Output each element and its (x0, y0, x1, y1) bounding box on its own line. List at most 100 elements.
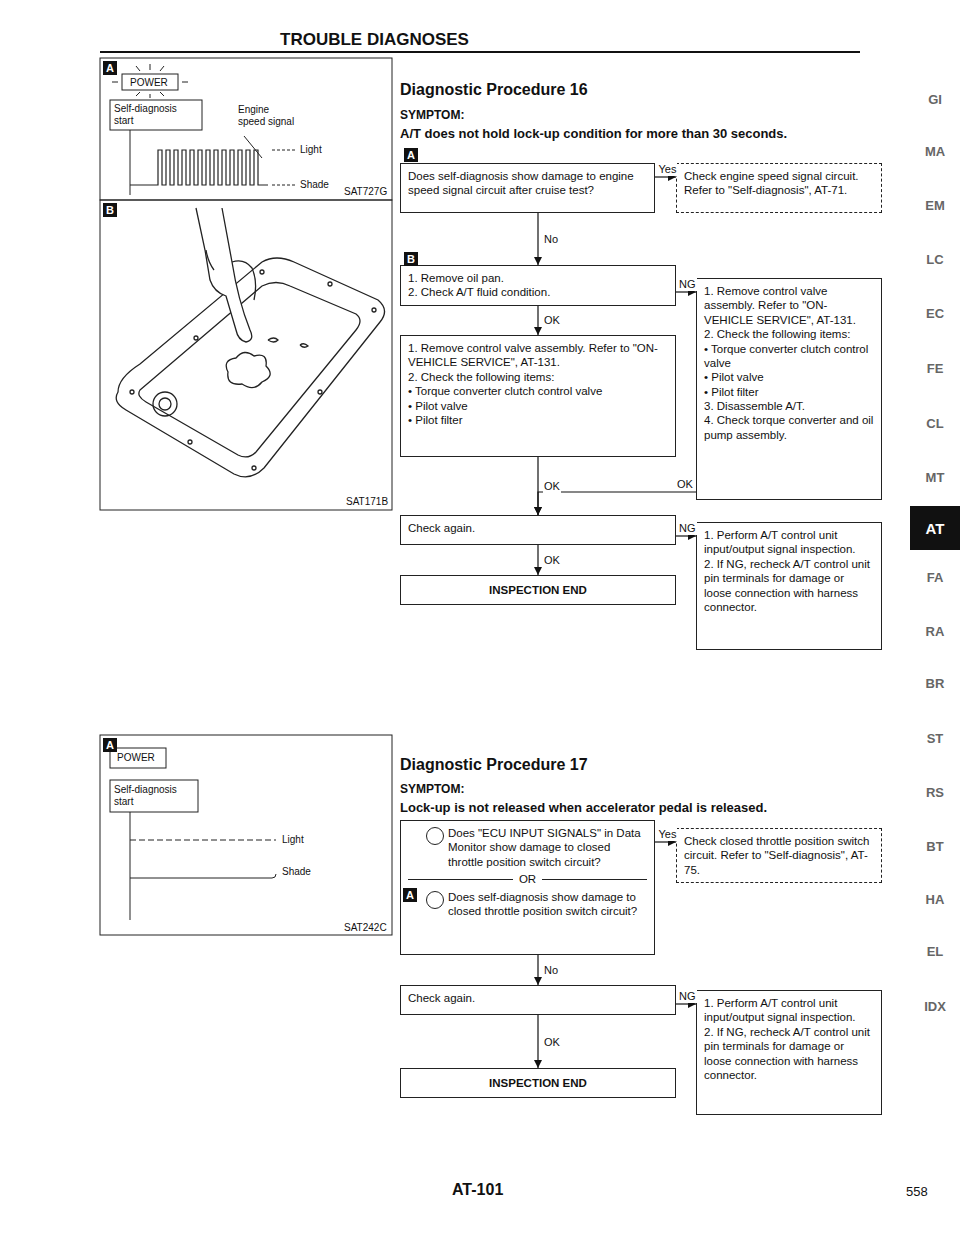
section-tab: EL (915, 944, 955, 960)
callout-letter: B (404, 252, 418, 266)
branch-label: NG (678, 277, 697, 291)
symptom-text: A/T does not hold lock-up condition for … (400, 126, 787, 142)
node-text: 1. Remove control valve assembly. Refer … (408, 341, 668, 370)
section-tab-active: AT (915, 520, 955, 538)
node-text: • Torque converter clutch control valve (704, 342, 874, 371)
branch-label: OK (676, 477, 694, 491)
process-box: 1. Remove oil pan.2. Check A/T fluid con… (400, 265, 676, 306)
figure-frame (100, 735, 392, 935)
procedure-heading: Diagnostic Procedure 16 (400, 80, 588, 99)
light-level (130, 840, 276, 841)
branch-label: OK (543, 479, 561, 493)
node-text: Check closed throttle position switch ci… (684, 834, 874, 877)
figure-label: Self-diagnosis start (114, 784, 194, 808)
node-text: • Pilot filter (408, 413, 668, 427)
node-text: 2. Check the following items: (704, 327, 874, 341)
node-text: 2. Check A/T fluid condition. (408, 285, 668, 299)
node-text: 4. Check torque converter and oil pump a… (704, 413, 874, 442)
power-switch (122, 74, 178, 90)
node-text: 2. Check the following items: (408, 370, 668, 384)
flow-arrow (537, 213, 538, 265)
flow-arrow (676, 1003, 696, 1004)
node-text: OR (408, 872, 647, 886)
section-tab: MA (915, 144, 955, 160)
leader-line (272, 150, 296, 151)
pulse-waveform (130, 150, 268, 185)
figure-label: POWER (117, 752, 155, 764)
flow-arrow (655, 176, 676, 177)
switch-rays (112, 64, 188, 98)
page-code: AT-101 (452, 1180, 503, 1199)
node-text: • Pilot valve (408, 399, 668, 413)
branch-label: Yes (658, 162, 678, 176)
node-text: • Pilot valve (704, 370, 874, 384)
procedure-heading: Diagnostic Procedure 17 (400, 755, 588, 774)
oil-pan (116, 208, 384, 477)
figure-frame (100, 58, 392, 200)
branch-label: No (543, 963, 559, 977)
figure-label: Engine speed signal (238, 104, 298, 128)
figure-label: Light (300, 144, 322, 156)
node-text: 1. Remove oil pan. (408, 271, 668, 285)
node-text: Does self-diagnosis show damage to close… (408, 890, 647, 920)
section-tab: FE (915, 361, 955, 377)
terminal-box: INSPECTION END (400, 1068, 676, 1098)
node-text: • Torque converter clutch control valve (408, 384, 668, 398)
node-text: 1. Perform A/T control unit input/output… (704, 528, 874, 557)
section-tab: GI (915, 92, 955, 108)
decision-box: Does "ECU INPUT SIGNALS" in Data Monitor… (400, 820, 655, 955)
figure-label: POWER (130, 77, 168, 89)
callout-letter: A (103, 61, 117, 75)
node-text: 1. Remove control valve assembly. Refer … (704, 284, 874, 327)
process-box: 1. Remove control valve assembly. Refer … (696, 278, 882, 500)
page-number: 558 (906, 1184, 928, 1200)
process-box: 1. Perform A/T control unit input/output… (696, 990, 882, 1115)
node-text: INSPECTION END (489, 1076, 587, 1090)
shade-level (130, 874, 276, 878)
figure-label: Light (282, 834, 304, 846)
branch-label: No (543, 232, 559, 246)
section-tab: EM (915, 198, 955, 214)
process-box: Check engine speed signal circuit. Refer… (676, 163, 882, 213)
section-tab: EC (915, 306, 955, 322)
symptom-heading: SYMPTOM: (400, 782, 464, 796)
figure-label: SAT171B (346, 496, 388, 508)
flow-arrow (655, 841, 676, 842)
section-tab: IDX (915, 999, 955, 1015)
symptom-text: Lock-up is not released when accelerator… (400, 800, 767, 816)
section-tab: CL (915, 416, 955, 432)
flow-arrow (537, 955, 538, 985)
section-tab (910, 506, 960, 550)
flow-arrow (676, 535, 696, 536)
branch-label: NG (678, 521, 697, 535)
start-box (110, 100, 202, 130)
process-box: Check again. (400, 985, 676, 1015)
figure-label: SAT727G (344, 186, 387, 198)
terminal-box: INSPECTION END (400, 575, 676, 605)
process-box: 1. Perform A/T control unit input/output… (696, 522, 882, 650)
flow-arrow (537, 545, 538, 575)
branch-label: OK (543, 313, 561, 327)
node-text: INSPECTION END (489, 583, 587, 597)
callout-letter: A (403, 888, 417, 902)
section-tab: RA (915, 624, 955, 640)
node-text: Check again. (408, 991, 668, 1005)
figure-label: Shade (300, 179, 329, 191)
figure-frame (100, 200, 392, 510)
section-tab: BT (915, 839, 955, 855)
node-text: • Pilot filter (704, 385, 874, 399)
decision-box: Does self-diagnosis show damage to engin… (400, 163, 655, 213)
callout-letter: A (103, 738, 117, 752)
node-text: 2. If NG, recheck A/T control unit pin t… (704, 557, 874, 615)
leader-line (244, 136, 262, 158)
node-text: 1. Perform A/T control unit input/output… (704, 996, 874, 1025)
section-tab: RS (915, 785, 955, 801)
figure-label: Shade (282, 866, 311, 878)
leader-line (272, 185, 296, 186)
symptom-heading: SYMPTOM: (400, 108, 464, 122)
callout-letter: B (103, 203, 117, 217)
section-tab: ST (915, 731, 955, 747)
process-box: 1. Remove control valve assembly. Refer … (400, 335, 676, 457)
branch-label: OK (543, 553, 561, 567)
section-tab: FA (915, 570, 955, 586)
